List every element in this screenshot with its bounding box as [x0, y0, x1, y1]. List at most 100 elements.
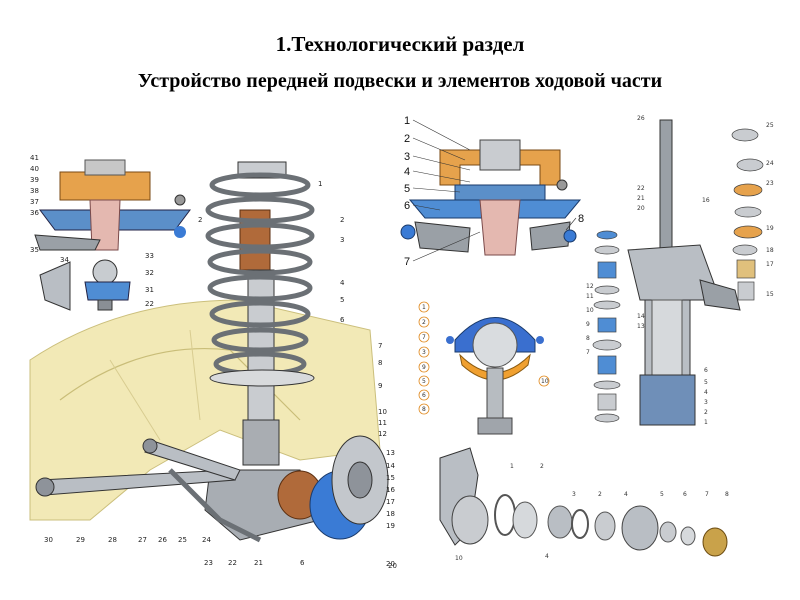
ball-joint-left	[39, 259, 131, 311]
callout-label: 5	[404, 183, 410, 195]
callout-label: 23	[766, 180, 774, 187]
main-suspension-diagram: 41 40 39 38 37 36 35 34 33 32 31 22 1 2 …	[29, 154, 397, 570]
callout-label: 39	[30, 176, 39, 184]
callout-label: 16	[386, 486, 395, 494]
callout-label: 4	[704, 389, 708, 396]
callout-label: 37	[30, 198, 39, 206]
callout-label: 3	[704, 399, 708, 406]
callout-label: 2	[404, 133, 410, 145]
callout-label: 6	[683, 491, 687, 498]
callout-label: 3	[422, 349, 426, 356]
hub-diagram: 1 2 3 2 4 5 6 7 8 10 4	[439, 447, 729, 562]
callout-label: 38	[30, 187, 39, 195]
callout-label: 15	[766, 291, 774, 298]
callout-label: 33	[145, 252, 154, 260]
callout-label: 35	[30, 246, 39, 254]
callout-label: 20	[388, 562, 397, 570]
callout-label: 30	[44, 536, 53, 544]
callout-label: 9	[586, 321, 590, 328]
callout-label: 10	[586, 307, 594, 314]
callout-label: 18	[386, 510, 395, 518]
callout-label: 40	[30, 165, 39, 173]
callout-label: 8	[586, 335, 590, 342]
callout-label: 29	[76, 536, 85, 544]
callout-label: 21	[254, 559, 263, 567]
callout-label: 1	[404, 115, 410, 127]
lower-arms	[35, 438, 262, 543]
callout-label: 22	[637, 185, 645, 192]
callout-label: 16	[702, 197, 710, 204]
callout-label: 2	[198, 216, 202, 224]
callout-label: 6	[704, 367, 708, 374]
callout-label: 9	[422, 364, 426, 371]
callout-label: 12	[586, 283, 594, 290]
callout-label: 14	[386, 462, 395, 470]
callout-label: 7	[586, 349, 590, 356]
callout-label: 10	[541, 378, 549, 385]
callout-label: 10	[455, 555, 463, 562]
callout-label: 2	[704, 409, 708, 416]
callout-label: 22	[228, 559, 237, 567]
callout-label: 23	[204, 559, 213, 567]
strut-spring	[205, 161, 315, 466]
callout-label: 3	[340, 236, 344, 244]
callout-label: 7	[404, 256, 410, 268]
callout-label: 19	[386, 522, 395, 530]
callout-label: 1	[510, 463, 514, 470]
callout-label: 1	[422, 304, 426, 311]
callout-label: 4	[340, 279, 345, 287]
ball-joint-diagram: 1 2 7 3 9 5 6 8 10	[418, 301, 550, 435]
callout-label: 28	[108, 536, 117, 544]
callout-label: 20	[386, 560, 395, 568]
callout-label: 4	[404, 166, 410, 178]
callout-label: 8	[725, 491, 729, 498]
main-diagram-labels: 41 40 39 38 37 36 35 34 33 32 31 22 1 2 …	[30, 154, 397, 570]
callout-label: 6	[404, 200, 410, 212]
shock-absorber-diagram: 26 25 24 23 22 21 20 19 18 17 16 15 14 1…	[586, 115, 774, 426]
top-mount-left	[34, 159, 191, 251]
callout-label: 6	[300, 559, 305, 567]
callout-label: 25	[178, 536, 187, 544]
callout-label: 7	[378, 342, 382, 350]
callout-label: 8	[578, 213, 584, 225]
callout-label: 21	[637, 195, 645, 202]
callout-label: 31	[145, 286, 154, 294]
callout-label: 10	[378, 408, 387, 416]
callout-label: 36	[30, 209, 39, 217]
callout-label: 11	[586, 293, 594, 300]
callout-label: 6	[340, 316, 345, 324]
callout-label: 26	[637, 115, 645, 122]
callout-label: 18	[766, 247, 774, 254]
callout-label: 25	[766, 122, 774, 129]
callout-label: 17	[766, 261, 774, 268]
callout-label: 24	[766, 160, 774, 167]
callout-label: 2	[340, 216, 344, 224]
callout-label: 13	[637, 323, 645, 330]
callout-label: 27	[138, 536, 147, 544]
callout-label: 5	[422, 378, 426, 385]
callout-label: 15	[386, 474, 395, 482]
callout-label: 11	[378, 419, 387, 427]
callout-label: 22	[145, 300, 154, 308]
strut-mount-diagram: 1 2 3 4 5 6 7 8	[400, 115, 584, 268]
callout-label: 6	[422, 392, 426, 399]
callout-label: 32	[145, 269, 154, 277]
callout-label: 41	[30, 154, 39, 162]
callout-label: 17	[386, 498, 395, 506]
callout-label: 4	[624, 491, 628, 498]
callout-label: 3	[404, 151, 410, 163]
callout-label: 19	[766, 225, 774, 232]
callout-label: 7	[422, 334, 426, 341]
slide-title: 1.Технологический раздел	[275, 32, 525, 56]
callout-label: 12	[378, 430, 387, 438]
knuckle-hub	[204, 435, 389, 541]
slide-subtitle: Устройство передней подвески и элементов…	[137, 70, 663, 92]
callout-label: 5	[660, 491, 664, 498]
callout-label: 20	[637, 205, 645, 212]
callout-label: 8	[422, 406, 426, 413]
callout-label: 3	[572, 491, 576, 498]
callout-label: 24	[202, 536, 211, 544]
callout-label: 5	[704, 379, 708, 386]
callout-label: 4	[545, 553, 549, 560]
